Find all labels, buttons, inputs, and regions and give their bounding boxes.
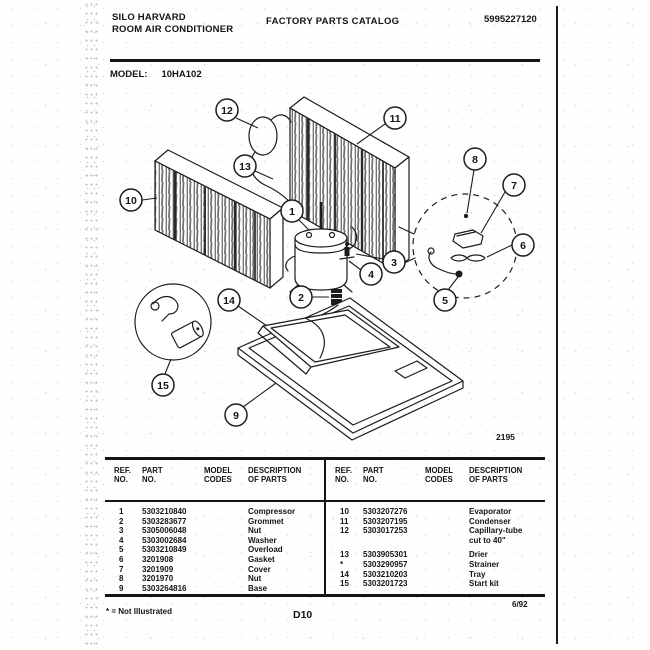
base-pan — [237, 297, 464, 441]
callout-8: 8 — [463, 147, 487, 214]
callout-4: 4 — [348, 260, 383, 286]
not-illustrated-note: * = Not Illustrated — [106, 607, 173, 616]
brand-line2: ROOM AIR CONDITIONER — [112, 23, 234, 35]
svg-text:3: 3 — [391, 257, 397, 269]
col-header-part: PART NO. — [142, 466, 163, 484]
gasket — [450, 254, 486, 262]
model-number: 10HA102 — [161, 69, 202, 80]
start-kit-detail — [134, 283, 212, 361]
cover — [452, 229, 484, 249]
table-header-rule — [105, 500, 545, 502]
col-header-codes: MODEL CODES — [204, 466, 233, 484]
callout-14: 14 — [217, 288, 268, 327]
svg-text:15: 15 — [157, 380, 169, 392]
overload-wire — [428, 251, 458, 275]
svg-text:10: 10 — [125, 195, 137, 207]
model-label: MODEL: — [110, 69, 148, 80]
col-header-codes: MODEL CODES — [425, 466, 454, 484]
col-header-desc: DESCRIPTION OF PARTS — [248, 466, 302, 484]
brand-block: SILO HARVARD ROOM AIR CONDITIONER — [112, 12, 233, 35]
callout-1: 1 — [280, 199, 310, 231]
model-line: MODEL: 10HA102 — [110, 69, 202, 80]
page-number: D10 — [293, 609, 313, 621]
svg-text:7: 7 — [511, 180, 517, 192]
revision-date: 6/92 — [512, 600, 528, 609]
relay-wire — [152, 295, 179, 315]
parts-table-left: REF. NO. PART NO. MODEL CODES DESCRIPTIO… — [114, 460, 326, 594]
callout-10: 10 — [119, 188, 158, 212]
table-header-right: REF. NO. PART NO. MODEL CODES DESCRIPTIO… — [335, 460, 547, 500]
callout-13: 13 — [233, 154, 274, 180]
svg-text:13: 13 — [239, 161, 251, 173]
svg-text:6: 6 — [520, 240, 526, 252]
callout-9: 9 — [224, 382, 277, 427]
catalog-title: FACTORY PARTS CATALOG — [266, 16, 400, 27]
brand-line1: SILO HARVARD — [112, 12, 186, 23]
overload-detail — [397, 193, 518, 299]
page-right-border — [556, 6, 558, 644]
callout-11: 11 — [356, 106, 407, 145]
callout-7: 7 — [480, 173, 526, 234]
svg-text:8: 8 — [472, 154, 478, 166]
svg-text:1: 1 — [289, 206, 295, 218]
svg-text:5: 5 — [442, 295, 448, 307]
parts-table: REF. NO. PART NO. MODEL CODES DESCRIPTIO… — [105, 457, 545, 597]
evaporator-coil — [154, 149, 284, 289]
header-rule — [110, 59, 540, 62]
callout-5: 5 — [433, 276, 459, 312]
figure-number: 2195 — [496, 432, 515, 442]
svg-text:14: 14 — [223, 295, 235, 307]
svg-text:11: 11 — [389, 113, 400, 125]
svg-text:2: 2 — [298, 292, 304, 304]
col-header-desc: DESCRIPTION OF PARTS — [469, 466, 523, 484]
condenser-coil — [289, 96, 410, 272]
callout-2: 2 — [289, 285, 329, 309]
svg-text:4: 4 — [368, 269, 374, 281]
callout-6: 6 — [486, 233, 535, 258]
diagram-svg: 12 13 11 10 1 8 — [119, 96, 535, 441]
col-header-ref: REF. NO. — [114, 466, 131, 484]
mounting-bolt — [339, 242, 355, 260]
svg-text:12: 12 — [221, 105, 233, 117]
callout-15: 15 — [151, 358, 175, 397]
col-header-part: PART NO. — [363, 466, 384, 484]
col-header-ref: REF. NO. — [335, 466, 352, 484]
compressor — [285, 202, 358, 293]
table-header-left: REF. NO. PART NO. MODEL CODES DESCRIPTIO… — [114, 460, 326, 500]
publication-number: 5995227120 — [484, 14, 537, 25]
svg-text:9: 9 — [233, 410, 239, 422]
tray — [257, 309, 400, 375]
table-divider — [324, 460, 326, 594]
exploded-parts-diagram: 12 13 11 10 1 8 — [95, 86, 555, 448]
parts-table-right: REF. NO. PART NO. MODEL CODES DESCRIPTIO… — [335, 460, 547, 594]
callout-12: 12 — [215, 98, 259, 129]
callout-3: 3 — [355, 250, 406, 274]
capacitor — [170, 320, 204, 349]
grommet — [331, 289, 342, 305]
